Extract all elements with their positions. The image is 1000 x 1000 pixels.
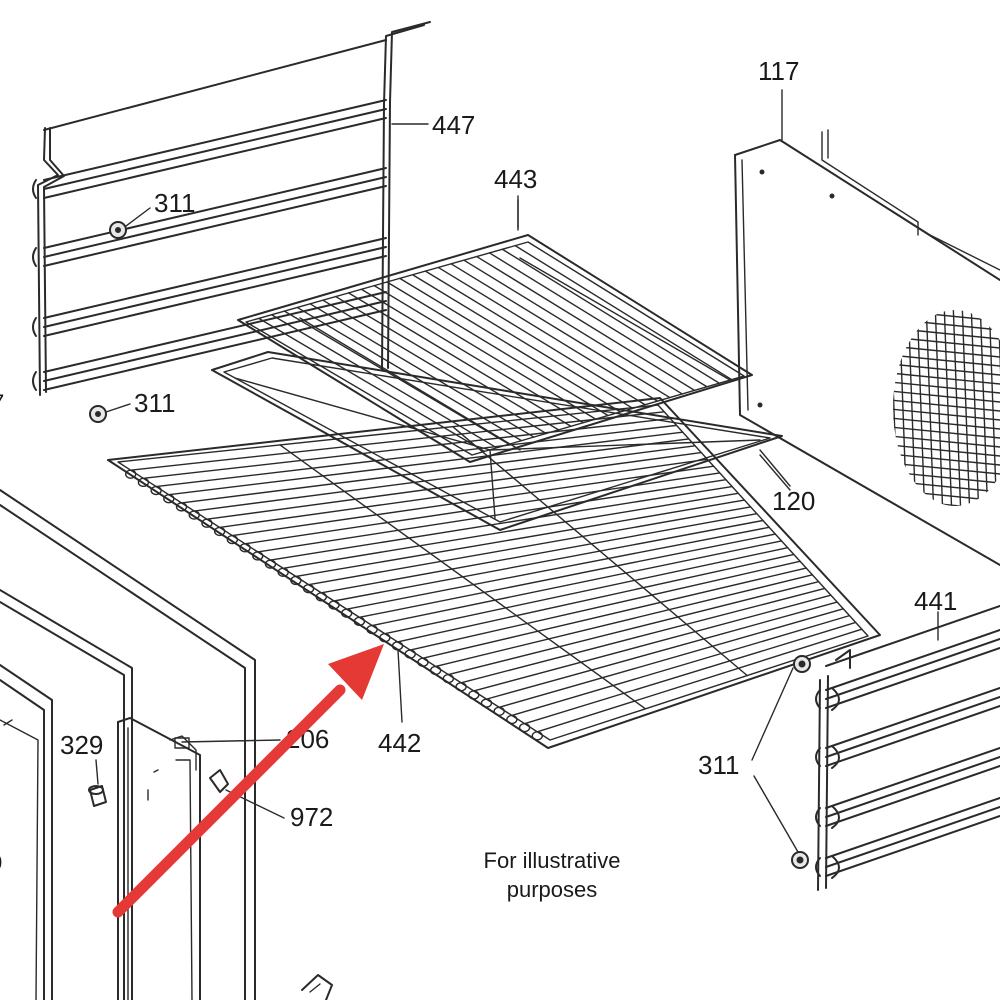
door-stop-329 xyxy=(88,785,107,807)
label-329: 329 xyxy=(60,730,103,760)
label-117: 117 xyxy=(758,56,799,86)
label-972: 972 xyxy=(290,802,333,832)
label-311-mid: 311 xyxy=(134,388,175,418)
label-120: 120 xyxy=(772,486,815,516)
label-443: 443 xyxy=(494,164,537,194)
clip-972 xyxy=(209,769,229,793)
label-311-top: 311 xyxy=(154,188,195,218)
door-panels xyxy=(0,489,256,1000)
left-rack-support-447 xyxy=(32,21,431,396)
label-311-right: 311 xyxy=(698,750,739,780)
svg-text:7: 7 xyxy=(0,390,4,415)
illustrative-note-line2: purposes xyxy=(507,877,598,902)
oven-rack-442 xyxy=(107,397,881,749)
highlight-arrow xyxy=(112,644,384,918)
label-442: 442 xyxy=(378,728,421,758)
leader-lines xyxy=(95,89,939,853)
screw-311-right-lower xyxy=(791,851,809,869)
screw-311-top xyxy=(109,221,127,239)
right-rack-support-441 xyxy=(815,605,1000,891)
label-441: 441 xyxy=(914,586,957,616)
illustrative-note-line1: For illustrative xyxy=(484,848,621,873)
baking-tray-120 xyxy=(211,351,791,531)
top-rack-443 xyxy=(237,199,753,463)
screw-311-right-upper xyxy=(793,655,811,673)
screw-311-mid xyxy=(89,405,107,423)
svg-text:0: 0 xyxy=(0,850,2,875)
label-447: 447 xyxy=(432,110,475,140)
hinge-bracket-206 xyxy=(117,717,201,1000)
part-labels: 447 311 311 443 117 120 441 442 311 329 … xyxy=(0,56,957,875)
hinge-part-bottom xyxy=(301,974,333,1000)
